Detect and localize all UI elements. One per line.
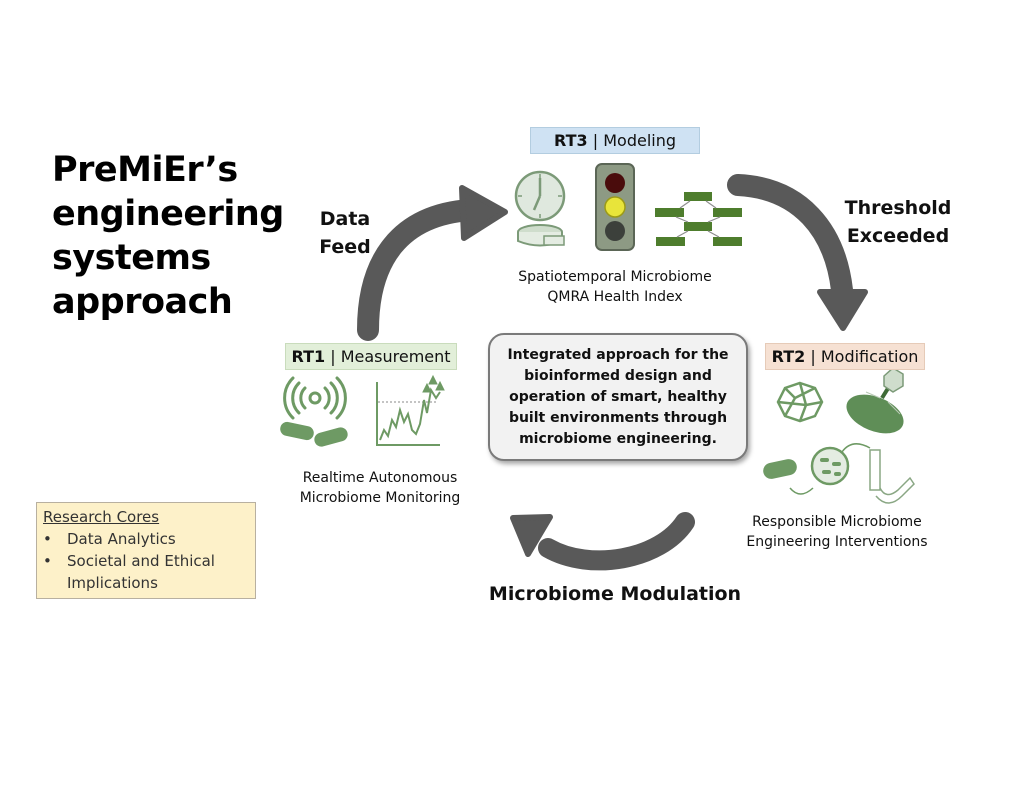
center-statement: Integrated approach for the bioinformed … bbox=[507, 346, 729, 447]
list-item: • Data Analytics bbox=[43, 528, 237, 550]
data-feed-label: Data Feed bbox=[310, 205, 380, 261]
label-line: Feed bbox=[319, 236, 371, 258]
rt1-label: RT1 | Measurement bbox=[285, 343, 457, 370]
title-line: engineering bbox=[52, 194, 284, 234]
flow-arrows-icon bbox=[789, 443, 871, 495]
caption-line: Realtime Autonomous bbox=[302, 470, 458, 486]
rt3-caption: Spatiotemporal Microbiome QMRA Health In… bbox=[505, 267, 725, 307]
research-cores-header: Research Cores bbox=[43, 508, 160, 526]
page-title: PreMiEr’s engineering systems approach bbox=[52, 148, 284, 324]
rt1-caption: Realtime Autonomous Microbiome Monitorin… bbox=[270, 468, 490, 508]
caption-line: Microbiome Monitoring bbox=[299, 490, 461, 506]
list-item-text: Societal and Ethical Implications bbox=[67, 552, 215, 592]
rt-code: RT3 bbox=[554, 131, 588, 150]
rt-code: RT2 bbox=[771, 347, 806, 366]
bullet-icon: • bbox=[43, 552, 52, 570]
title-line: systems bbox=[52, 238, 211, 278]
label-line: Exceeded bbox=[846, 225, 950, 247]
caption-line: Responsible Microbiome bbox=[752, 514, 922, 530]
bacteria-icon bbox=[763, 459, 797, 479]
list-item: • Societal and Ethical Implications bbox=[43, 550, 237, 594]
rt-name: Measurement bbox=[340, 347, 451, 366]
research-cores-list: • Data Analytics • Societal and Ethical Im… bbox=[43, 528, 237, 594]
rt-separator: | bbox=[325, 347, 341, 366]
rt2-label: RT2 | Modification bbox=[765, 343, 925, 370]
bullet-icon: • bbox=[43, 530, 52, 548]
line-chart-icon bbox=[376, 374, 445, 446]
center-statement-box: Integrated approach for the bioinformed … bbox=[488, 333, 748, 461]
bacteriophage-icon bbox=[846, 367, 904, 434]
rt2-caption: Responsible Microbiome Engineering Inter… bbox=[727, 512, 947, 552]
list-item-text: Data Analytics bbox=[67, 530, 176, 548]
bacteria-icon bbox=[280, 421, 348, 447]
rt-name: Modeling bbox=[603, 131, 676, 150]
title-line: approach bbox=[52, 282, 233, 322]
caption-line: Spatiotemporal Microbiome bbox=[518, 269, 712, 285]
research-cores-box: Research Cores • Data Analytics • Societal… bbox=[36, 502, 256, 599]
flowchart-icon bbox=[655, 192, 742, 246]
threshold-exceeded-label: Threshold Exceeded bbox=[836, 194, 960, 250]
sensor-signal-icon bbox=[283, 376, 347, 420]
drain-pipe-icon bbox=[869, 449, 915, 504]
clock-icon bbox=[514, 170, 566, 222]
rt-separator: | bbox=[805, 347, 821, 366]
caption-line: Engineering Interventions bbox=[746, 534, 928, 550]
label-line: Threshold bbox=[844, 197, 952, 219]
label-line: Data bbox=[319, 208, 371, 230]
modulation-arrow bbox=[510, 512, 695, 571]
rt3-label: RT3 | Modeling bbox=[530, 127, 700, 154]
threshold-arrow bbox=[727, 174, 868, 331]
title-line: PreMiEr’s bbox=[52, 150, 238, 190]
rt-name: Modification bbox=[820, 347, 919, 366]
measuring-tape-icon bbox=[517, 224, 565, 247]
rt-separator: | bbox=[587, 131, 604, 150]
petri-dish-icon bbox=[810, 446, 850, 486]
microbiome-modulation-label: Microbiome Modulation bbox=[488, 583, 742, 605]
rt-code: RT1 bbox=[291, 347, 326, 366]
traffic-light-icon bbox=[595, 163, 635, 251]
network-icon bbox=[776, 381, 824, 423]
caption-line: QMRA Health Index bbox=[547, 289, 683, 305]
data-feed-arrow bbox=[357, 185, 508, 341]
